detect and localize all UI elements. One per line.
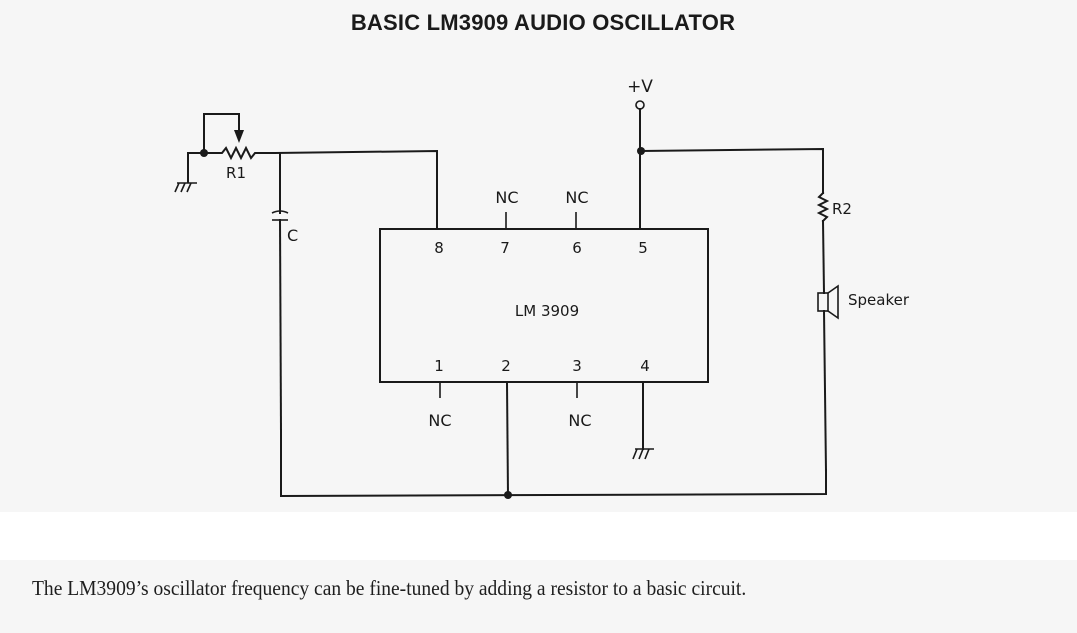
pin-6-number: 6: [572, 239, 582, 257]
r1-wiper-loop: [203, 113, 240, 154]
figure-caption: The LM3909’s oscillator frequency can be…: [32, 576, 747, 600]
r2-to-speaker-wire: [821, 219, 826, 295]
speaker-icon: [817, 284, 839, 320]
oscillator-schematic: LM 3909 8 7 6 5 1 2 3 4 NC NC NC NC R1: [174, 77, 910, 499]
pin-3-nc-label: NC: [568, 411, 591, 430]
ic-body: [379, 228, 709, 383]
r2-resistor: [816, 191, 830, 223]
pin-8-wire: [273, 149, 438, 230]
pin-1-nc-label: NC: [428, 411, 451, 430]
cap-lead-bottom: [278, 218, 283, 434]
pin-5-number: 5: [638, 239, 648, 257]
pin-7-number: 7: [500, 239, 510, 257]
ground-icon-r1: [174, 152, 205, 193]
capacitor-label: C: [287, 226, 298, 245]
pin-8-number: 8: [434, 239, 444, 257]
supply-label: +V: [627, 77, 653, 97]
ic-label: LM 3909: [515, 302, 579, 320]
r2-label: R2: [832, 200, 852, 218]
speaker-label: Speaker: [848, 291, 910, 309]
pin-1-number: 1: [434, 357, 444, 375]
separator-band: [0, 512, 1077, 560]
r1-wiper-arrow: [234, 130, 244, 143]
figure-title: BASIC LM3909 AUDIO OSCILLATOR: [350, 10, 736, 35]
pin-6-nc-label: NC: [565, 188, 588, 207]
figure-area: [0, 0, 1077, 512]
junction-dot-bottom: [504, 491, 512, 499]
pin-3-number: 3: [572, 357, 582, 375]
ground-icon-pin4: [632, 448, 654, 460]
pin-7-nc-label: NC: [495, 188, 518, 207]
caption-area: [0, 560, 1077, 633]
pin-4-number: 4: [640, 357, 650, 375]
bottom-return-bus: [280, 429, 827, 498]
pin-2-number: 2: [501, 357, 511, 375]
supply-terminal-icon: [635, 100, 645, 110]
r1-label: R1: [226, 164, 246, 182]
speaker-to-bus-wire: [822, 309, 828, 474]
pin-2-wire: [505, 381, 510, 498]
supply-to-r2-wire: [639, 147, 824, 194]
r1-resistor: [203, 145, 276, 161]
